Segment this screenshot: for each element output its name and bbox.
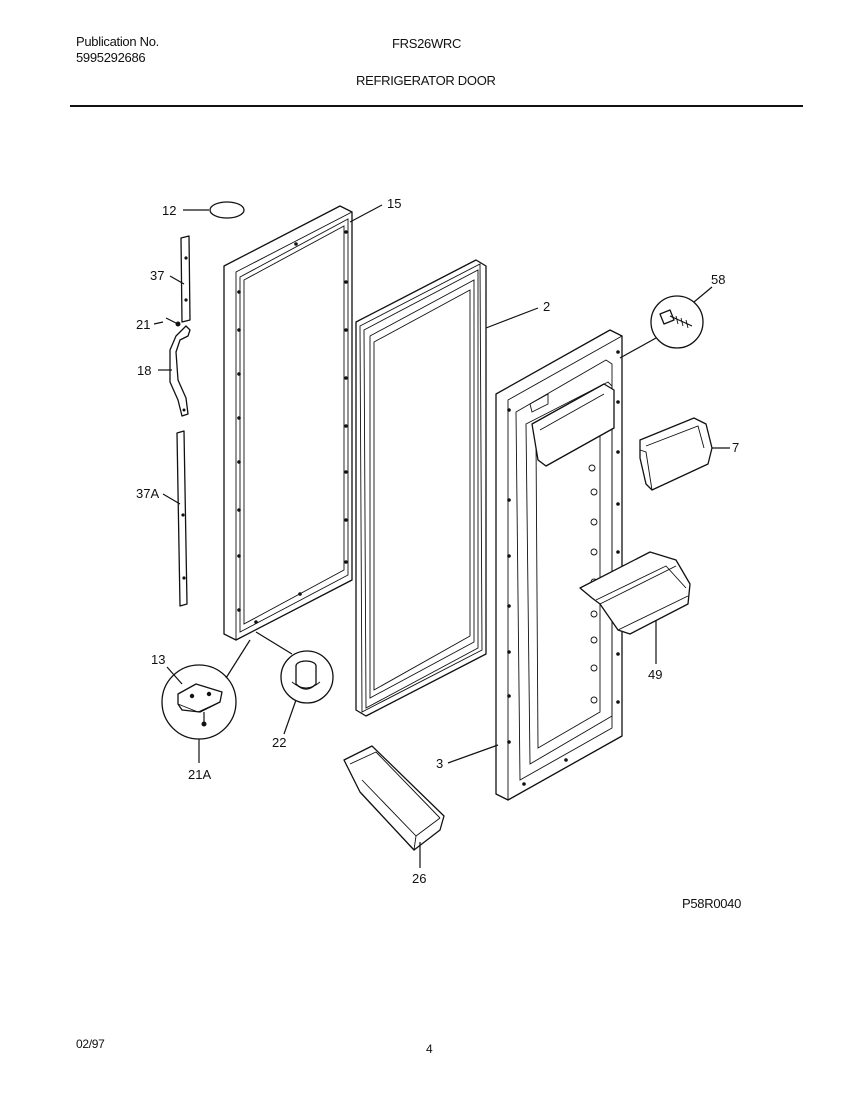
part-2-gasket	[355, 259, 539, 717]
part-58-screw	[619, 286, 713, 359]
callout-21: 21	[136, 317, 150, 332]
part-18-hinge	[158, 325, 191, 417]
part-7-cover	[639, 417, 730, 491]
publication-label: Publication No.	[76, 34, 159, 49]
part-49-door-bin	[579, 551, 691, 664]
callout-49: 49	[648, 667, 662, 682]
section-title: REFRIGERATOR DOOR	[356, 73, 496, 88]
diagram-code: P58R0040	[682, 896, 742, 911]
callout-15: 15	[387, 196, 401, 211]
callout-18: 18	[137, 363, 151, 378]
callout-13: 13	[151, 652, 165, 667]
callout-37a: 37A	[136, 486, 159, 501]
part-15-outer-door	[223, 204, 383, 641]
part-37a-trim-strip	[162, 430, 188, 607]
footer-date: 02/97	[76, 1037, 105, 1051]
callout-2: 2	[543, 299, 550, 314]
part-22-roller	[255, 631, 334, 735]
part-37-trim-strip	[169, 235, 191, 323]
callout-3: 3	[436, 756, 443, 771]
part-3-inner-liner	[447, 329, 623, 801]
part-13-hinge-bracket	[161, 639, 251, 763]
callout-26: 26	[412, 871, 426, 886]
callout-22: 22	[272, 735, 286, 750]
part-21-screw	[153, 317, 181, 327]
callout-21a: 21A	[188, 767, 211, 782]
callout-12: 12	[162, 203, 176, 218]
callout-7: 7	[732, 440, 739, 455]
publication-number: 5995292686	[76, 50, 146, 65]
page-number: 4	[426, 1042, 433, 1056]
part-26-lower-bin	[343, 745, 445, 868]
callout-58: 58	[711, 272, 725, 287]
part-12-cap	[183, 201, 245, 219]
header-rule	[70, 105, 803, 107]
callout-37: 37	[150, 268, 164, 283]
model-number: FRS26WRC	[392, 36, 462, 51]
